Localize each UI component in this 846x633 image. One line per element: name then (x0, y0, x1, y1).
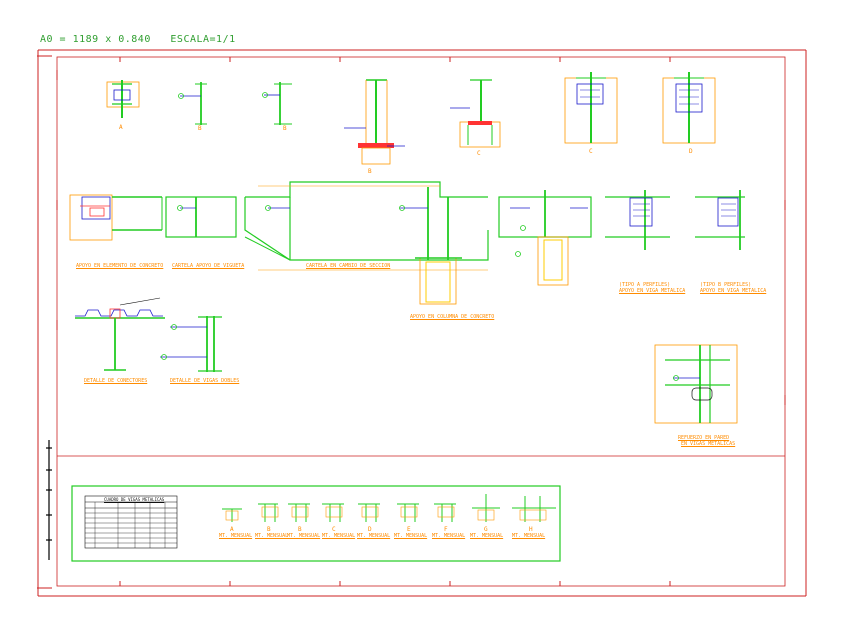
detail-a (106, 80, 140, 118)
bottom-label-1: MT. MENSUAL (219, 533, 253, 539)
mark-b2: B (283, 125, 287, 132)
web-reinforcement-detail (654, 344, 738, 424)
bottom-mark-f: F (444, 526, 448, 533)
bottom-mark-b2: B (298, 526, 302, 533)
detail-d1 (564, 72, 618, 144)
frame-ticks (37, 55, 786, 589)
bottom-mark-c: C (332, 526, 336, 533)
detail-b2 (262, 82, 292, 125)
steel-beam-support-mid (498, 190, 592, 286)
label-web-reinforce-sub: EN VIGAS METALICAS (681, 441, 736, 447)
bottom-label-2: MT. MENSUAL (255, 533, 289, 539)
bottom-label-6: MT. MENSUAL (394, 533, 428, 539)
bottom-mark-h: H (529, 526, 533, 533)
beam-shelf-detail (165, 196, 237, 238)
label-deck-connector: DETALLE DE CONECTORES (84, 378, 148, 384)
sheet-title: A0 = 1189 x 0.840 ESCALA=1/1 (40, 34, 236, 45)
table-title: CUADRO DE VIGAS METALICAS (104, 497, 165, 502)
label-double-beam: DETALLE DE VIGAS DOBLES (170, 378, 240, 384)
bottom-label-3: MT. MENSUAL (287, 533, 321, 539)
steel-beam-support-b (695, 190, 745, 250)
tapered-beam-detail (244, 181, 489, 271)
note-steel-beam-a: (TIPO A PERFILES) (619, 282, 671, 288)
label-web-reinforce: REFUERZO EN PARED (678, 435, 730, 441)
sheet-frame (37, 49, 807, 597)
detail-c1 (344, 79, 405, 165)
label-steel-beam-a: APOYO EN VIGA METALICA (619, 288, 686, 294)
left-margin-strip (46, 440, 52, 560)
bottom-mark-b1: B (267, 526, 271, 533)
mark-c2: C (589, 148, 593, 155)
bottom-mark-e: E (407, 526, 411, 533)
mark-c1: C (477, 150, 481, 157)
bottom-label-5: MT. MENSUAL (357, 533, 391, 539)
bottom-label-4: MT. MENSUAL (322, 533, 356, 539)
bottom-label-8: MT. MENSUAL (470, 533, 504, 539)
label-beam-shelf: CARTELA APOYO DE VIGUETA (172, 263, 245, 269)
label-concrete-base: APOYO EN ELEMENTO DE CONCRETO (76, 263, 164, 269)
bottom-mark-g: G (484, 526, 488, 533)
bottom-label-7: MT. MENSUAL (432, 533, 466, 539)
detail-c2 (450, 79, 501, 148)
steel-beam-support-a (605, 190, 670, 250)
label-truss-shelf: CARTELA EN CAMBIO DE SECCION (306, 263, 391, 269)
section-symbols (222, 494, 556, 522)
detail-d2 (662, 72, 716, 144)
bottom-label-9: MT. MENSUAL (512, 533, 546, 539)
double-beam-detail (160, 316, 222, 372)
mark-b1: B (198, 125, 202, 132)
note-steel-beam-b: (TIPO B PERFILES) (700, 282, 752, 288)
concrete-support-detail (69, 194, 163, 241)
mark-b3: B (368, 168, 372, 175)
mark-a: A (119, 124, 123, 131)
deck-connector-detail (75, 297, 165, 371)
mark-d: D (689, 148, 693, 155)
beam-schedule-box (71, 485, 561, 562)
concrete-column-detail (415, 257, 462, 305)
label-steel-beam-b: APOYO EN VIGA METALICA (700, 288, 767, 294)
bottom-mark-a: A (230, 526, 234, 533)
bottom-mark-d: D (368, 526, 372, 533)
detail-b1 (178, 82, 207, 125)
label-concrete-column: APOYO EN COLUMNA DE CONCRETO (410, 314, 495, 320)
